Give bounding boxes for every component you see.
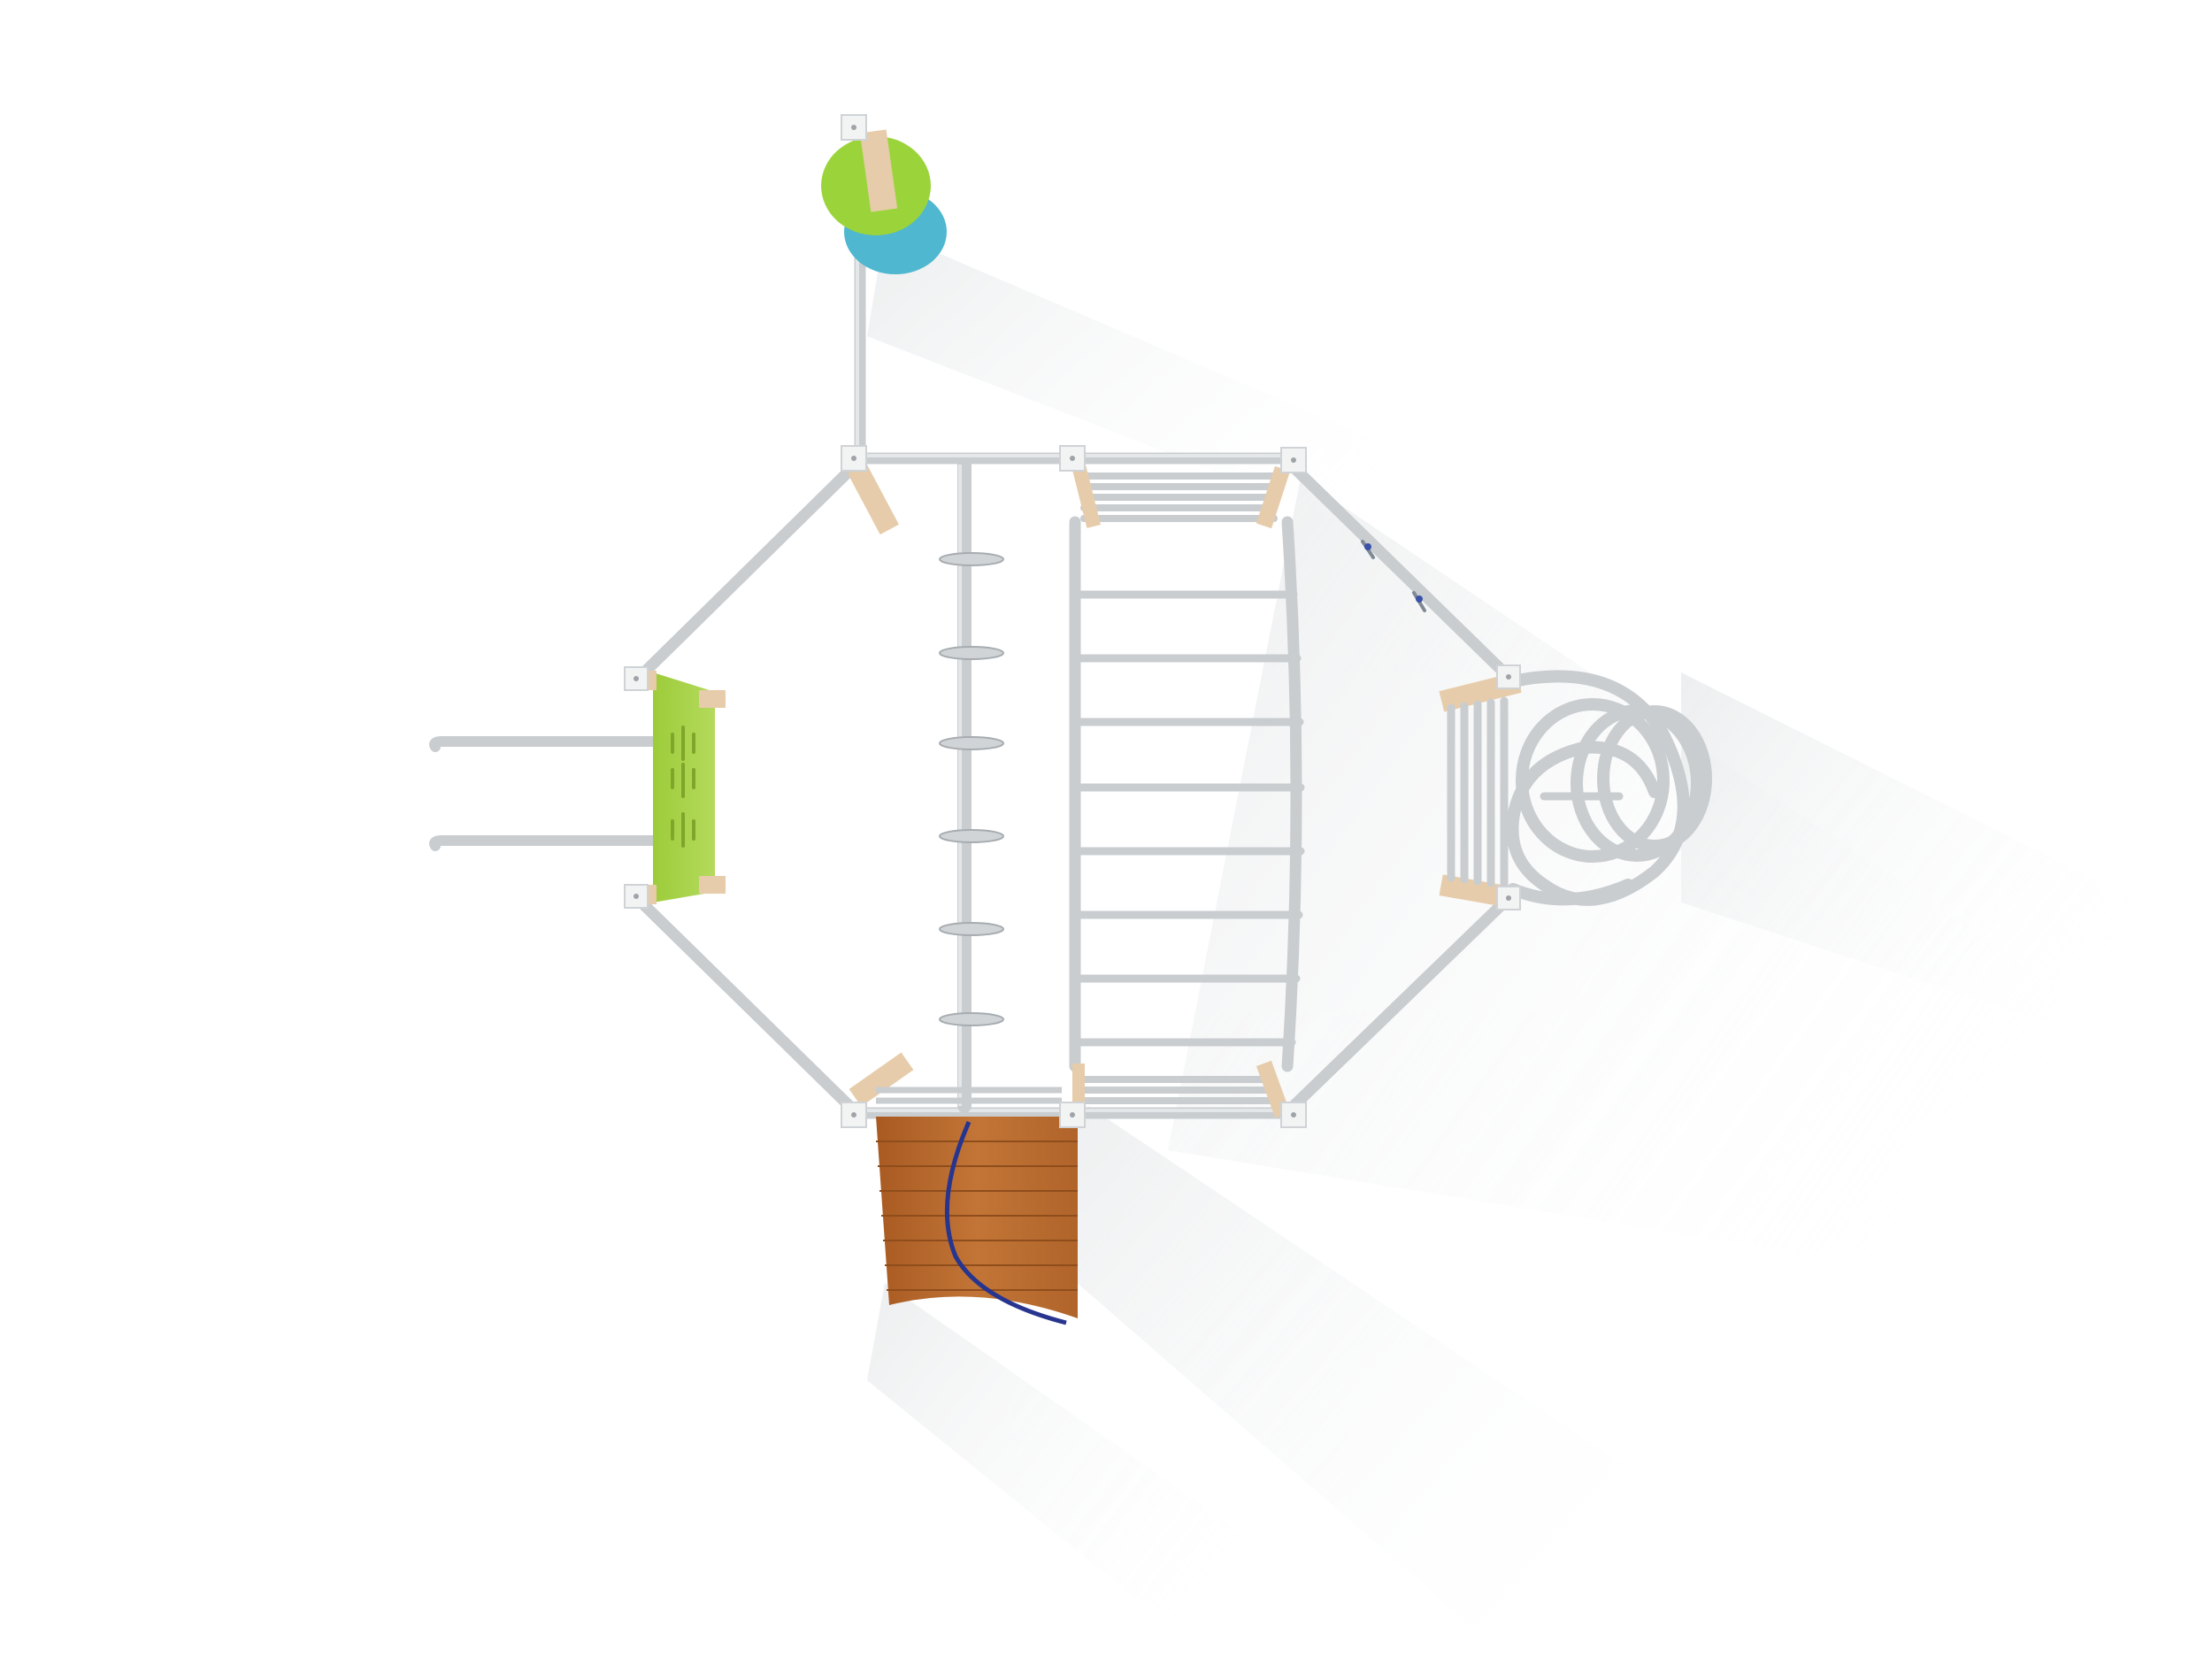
horizontal-ladder — [1069, 516, 1305, 1072]
bottom-bar-cluster — [1072, 1060, 1291, 1118]
rope-hooks — [1361, 540, 1426, 612]
wood-brace-top-left — [848, 463, 899, 535]
cast-shadows — [867, 230, 2194, 1655]
slide-panel — [630, 671, 726, 904]
right-climber — [1439, 672, 1522, 910]
climbing-pole — [939, 457, 1004, 1113]
slide-rails — [429, 736, 660, 851]
spinning-disc — [821, 129, 947, 274]
spiral-climber — [1506, 670, 1712, 906]
joint-caps — [624, 114, 1521, 1128]
top-bar-cluster — [1072, 465, 1291, 529]
wooden-ramp — [849, 1052, 1078, 1325]
joint-bolts — [634, 125, 1511, 1118]
